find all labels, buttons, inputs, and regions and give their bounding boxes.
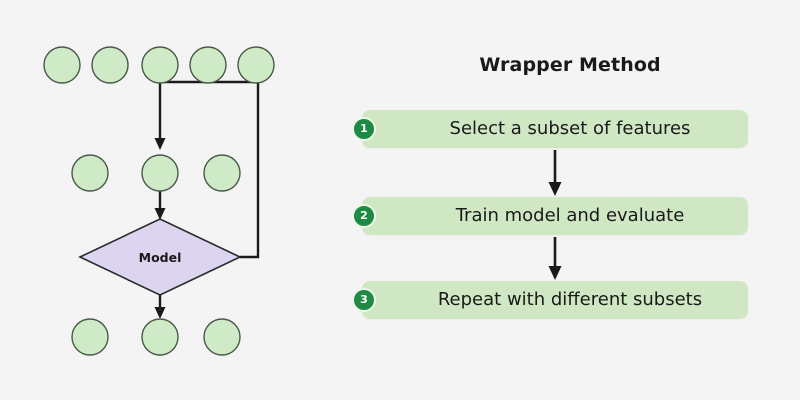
feature-row-bottom xyxy=(71,318,241,356)
arrow-step1-to-step2 xyxy=(548,150,562,196)
step-label: Train model and evaluate xyxy=(455,205,685,226)
model-node: Model xyxy=(78,218,242,296)
feature-node xyxy=(71,154,109,192)
feature-node xyxy=(141,46,179,84)
edge-model-to-output xyxy=(154,295,166,319)
diagram-canvas: Model xyxy=(43,46,275,356)
step-number-badge: 2 xyxy=(352,204,376,228)
step-label: Select a subset of features xyxy=(449,118,691,139)
feature-node xyxy=(71,318,109,356)
feature-node xyxy=(43,46,81,84)
wrapper-method-steps-panel: Wrapper Method 1 Select a subset of feat… xyxy=(340,0,800,400)
feature-node xyxy=(203,318,241,356)
feature-node xyxy=(237,46,275,84)
edge-node-to-model xyxy=(154,191,166,220)
step-item-3[interactable]: 3 Repeat with different subsets xyxy=(352,281,748,319)
feature-node xyxy=(141,318,179,356)
arrow-step2-to-step3 xyxy=(548,237,562,280)
feature-node xyxy=(91,46,129,84)
page-title: Wrapper Method xyxy=(479,54,661,76)
step-connector-arrows xyxy=(548,150,562,280)
feature-row-middle xyxy=(71,154,241,192)
step-number-badge: 3 xyxy=(352,288,376,312)
step-item-2[interactable]: 2 Train model and evaluate xyxy=(352,197,748,235)
feature-node xyxy=(141,154,179,192)
step-number-badge: 1 xyxy=(352,117,376,141)
feature-row-top xyxy=(43,46,275,84)
model-node-label: Model xyxy=(139,250,182,265)
feature-node xyxy=(203,154,241,192)
feature-node xyxy=(189,46,227,84)
step-label: Repeat with different subsets xyxy=(437,289,703,310)
steps-list: 1 Select a subset of features 2 Train mo… xyxy=(340,0,800,400)
wrapper-feature-selection-diagram: Model xyxy=(0,0,340,400)
step-item-1[interactable]: 1 Select a subset of features xyxy=(352,110,748,148)
